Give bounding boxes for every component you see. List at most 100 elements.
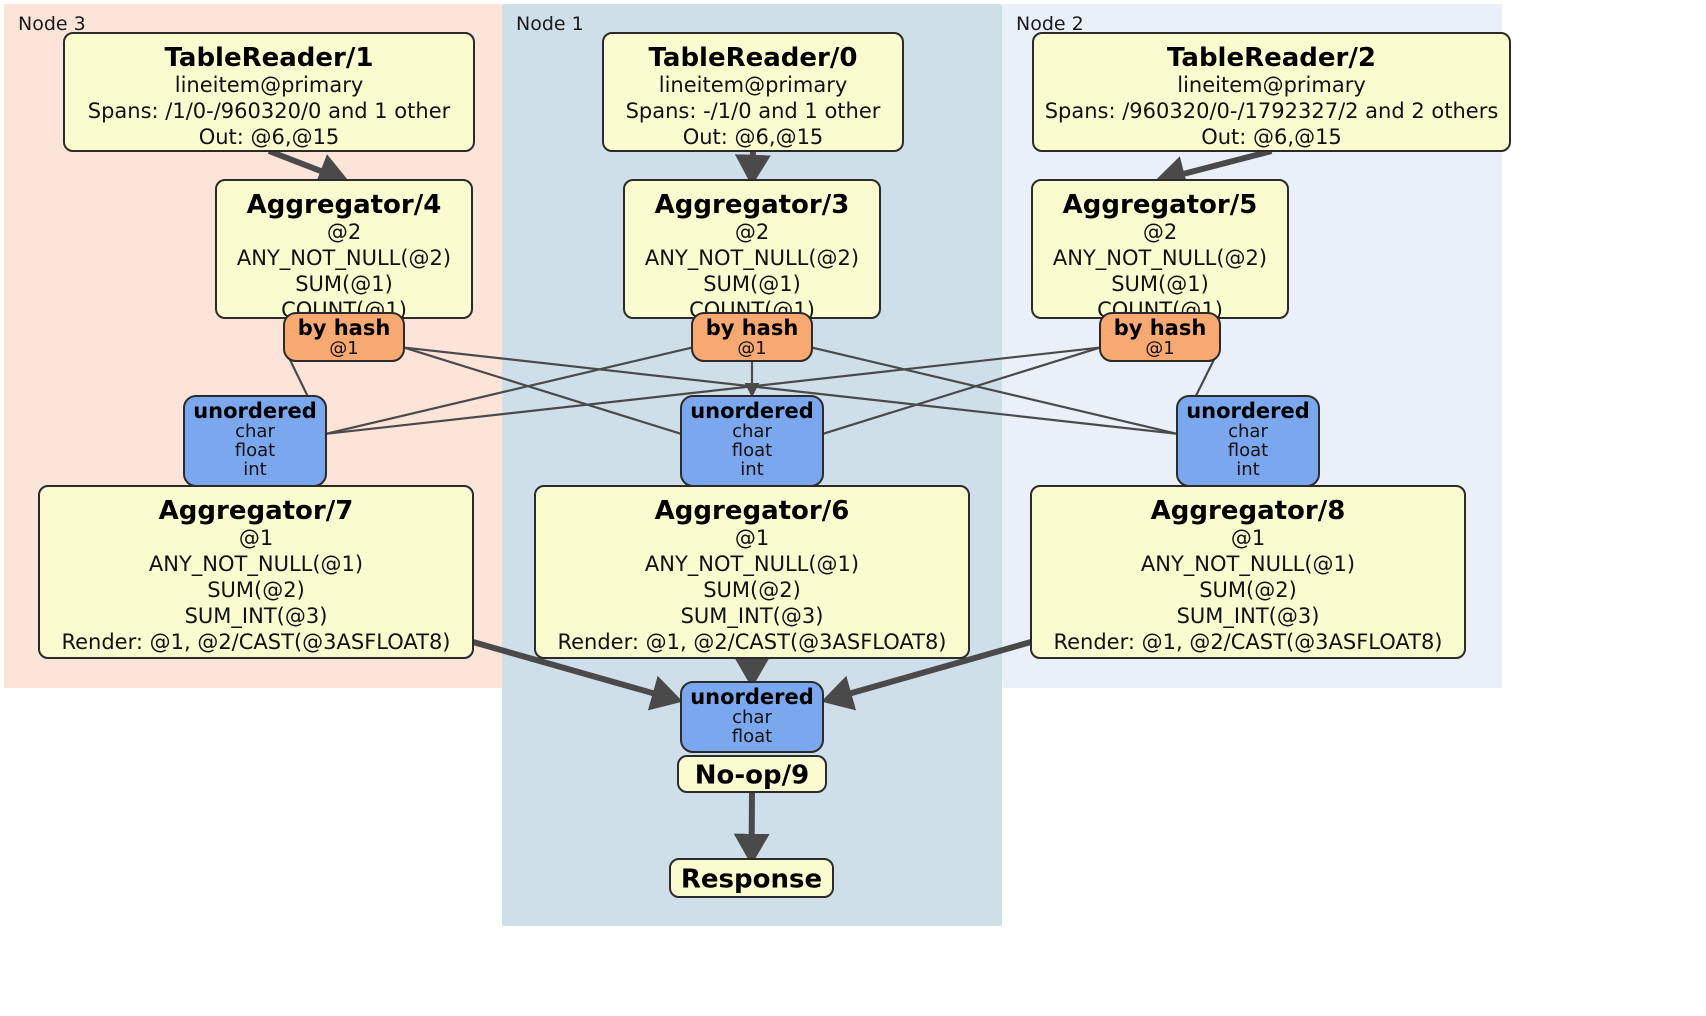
table-reader-0-title: TableReader/0 <box>649 43 858 73</box>
receiver-unordered-8-title: unordered <box>1186 399 1310 423</box>
aggregator-3-title: Aggregator/3 <box>655 190 850 220</box>
table-reader-0-line: lineitem@primary <box>659 73 848 97</box>
aggregator-7-line: ANY_NOT_NULL(@1) <box>149 552 363 577</box>
no-op-9-title: No-op/9 <box>695 760 809 790</box>
edge-router_3-to-receiver_8 <box>811 346 1178 435</box>
aggregator-4[interactable]: Aggregator/4@2ANY_NOT_NULL(@2)SUM(@1)COU… <box>215 179 473 322</box>
receiver-unordered-6-line: char <box>732 421 772 442</box>
aggregator-8-line: ANY_NOT_NULL(@1) <box>1141 552 1355 577</box>
table-reader-1-title: TableReader/1 <box>165 43 374 73</box>
response-shape[interactable] <box>669 858 834 898</box>
receiver-unordered-7-line: float <box>235 440 275 461</box>
aggregator-6-line: ANY_NOT_NULL(@1) <box>645 552 859 577</box>
aggregator-5-line: @2 <box>1143 220 1177 244</box>
aggregator-8[interactable]: Aggregator/8@1ANY_NOT_NULL(@1)SUM(@2)SUM… <box>1030 485 1466 659</box>
node-panel-label: Node 1 <box>516 13 584 35</box>
table-reader-2-title: TableReader/2 <box>1167 43 1376 73</box>
edge-noop_9-to-response <box>733 791 770 865</box>
table-reader-0-line: Spans: -/1/0 and 1 other <box>626 99 881 123</box>
router-by-hash-4-shape[interactable] <box>283 312 405 362</box>
aggregator-7-title: Aggregator/7 <box>159 496 354 526</box>
table-reader-1-line: Spans: /1/0-/960320/0 and 1 other <box>88 99 451 123</box>
table-reader-0-shape[interactable] <box>602 32 904 152</box>
receiver-unordered-7-title: unordered <box>193 399 317 423</box>
aggregator-8-title: Aggregator/8 <box>1151 496 1346 526</box>
aggregator-7-line: SUM(@2) <box>207 578 305 602</box>
table-reader-2-line: Spans: /960320/0-/1792327/2 and 2 others <box>1045 99 1499 123</box>
no-op-9-shape[interactable] <box>677 755 827 793</box>
no-op-9[interactable]: No-op/9 <box>677 755 827 793</box>
router-by-hash-4[interactable]: by hash@1 <box>283 312 405 362</box>
edge-table_reader_2-to-aggregator_5 <box>1154 148 1273 192</box>
table-reader-2-shape[interactable] <box>1032 32 1511 152</box>
aggregator-8-line: @1 <box>1231 526 1265 550</box>
aggregator-7-line: SUM_INT(@3) <box>185 604 328 629</box>
aggregator-7-line: Render: @1, @2/CAST(@3ASFLOAT8) <box>61 630 450 654</box>
table-reader-2-line: Out: @6,@15 <box>1201 125 1342 149</box>
aggregator-6[interactable]: Aggregator/6@1ANY_NOT_NULL(@1)SUM(@2)SUM… <box>534 485 970 659</box>
response-title: Response <box>681 864 822 894</box>
receiver-unordered-7-line: char <box>235 421 275 442</box>
edge-aggregator_8-to-receiver_9 <box>821 639 1032 711</box>
receiver-unordered-final-title: unordered <box>690 685 814 709</box>
aggregator-6-title: Aggregator/6 <box>655 496 850 526</box>
aggregator-6-shape[interactable] <box>534 485 970 659</box>
aggregator-8-line: Render: @1, @2/CAST(@3ASFLOAT8) <box>1053 630 1442 654</box>
receiver-unordered-final-line: char <box>732 707 772 728</box>
aggregator-5[interactable]: Aggregator/5@2ANY_NOT_NULL(@2)SUM(@1)COU… <box>1031 179 1289 322</box>
edge-table_reader_0-to-aggregator_3 <box>734 150 771 186</box>
node-panel-label: Node 3 <box>18 13 86 35</box>
receiver-unordered-7-line: int <box>243 459 266 480</box>
receiver-unordered-8-line: char <box>1228 421 1268 442</box>
aggregator-7[interactable]: Aggregator/7@1ANY_NOT_NULL(@1)SUM(@2)SUM… <box>38 485 474 659</box>
aggregator-3[interactable]: Aggregator/3@2ANY_NOT_NULL(@2)SUM(@1)COU… <box>623 179 881 322</box>
edge-router_5-to-receiver_7 <box>325 346 1101 435</box>
aggregator-4-line: ANY_NOT_NULL(@2) <box>237 246 451 271</box>
table-reader-2-line: lineitem@primary <box>1177 73 1366 97</box>
aggregator-5-line: ANY_NOT_NULL(@2) <box>1053 246 1267 271</box>
table-reader-1-line: Out: @6,@15 <box>199 125 340 149</box>
router-by-hash-5[interactable]: by hash@1 <box>1099 312 1221 362</box>
receiver-unordered-final-line: float <box>732 726 772 747</box>
router-by-hash-5-shape[interactable] <box>1099 312 1221 362</box>
edge-router_3-to-receiver_7 <box>325 346 693 435</box>
router-by-hash-5-title: by hash <box>1114 316 1207 340</box>
receiver-unordered-6-line: int <box>740 459 763 480</box>
table-reader-1-line: lineitem@primary <box>175 73 364 97</box>
aggregator-3-line: SUM(@1) <box>703 272 801 296</box>
aggregator-8-line: SUM(@2) <box>1199 578 1297 602</box>
aggregator-8-line: SUM_INT(@3) <box>1177 604 1320 629</box>
edge-router_4-to-receiver_6 <box>403 346 682 435</box>
edge-router_4-to-receiver_8 <box>403 346 1178 435</box>
edge-aggregator_7-to-receiver_9 <box>472 639 683 711</box>
router-by-hash-3-line: @1 <box>737 338 766 359</box>
aggregator-6-line: SUM(@2) <box>703 578 801 602</box>
table-reader-1-shape[interactable] <box>63 32 475 152</box>
edge-table_reader_1-to-aggregator_4 <box>267 148 350 188</box>
response[interactable]: Response <box>669 858 834 898</box>
aggregator-7-shape[interactable] <box>38 485 474 659</box>
aggregator-8-shape[interactable] <box>1030 485 1466 659</box>
receiver-unordered-8-line: float <box>1228 440 1268 461</box>
router-by-hash-5-line: @1 <box>1145 338 1174 359</box>
aggregator-6-line: Render: @1, @2/CAST(@3ASFLOAT8) <box>557 630 946 654</box>
node-panel-label: Node 2 <box>1016 13 1084 35</box>
receiver-unordered-6-line: float <box>732 440 772 461</box>
receiver-unordered-8-line: int <box>1236 459 1259 480</box>
router-by-hash-3-shape[interactable] <box>691 312 813 362</box>
router-by-hash-3[interactable]: by hash@1 <box>691 312 813 362</box>
receiver-unordered-final-shape[interactable] <box>680 681 824 753</box>
router-by-hash-3-title: by hash <box>706 316 799 340</box>
aggregator-4-title: Aggregator/4 <box>247 190 442 220</box>
router-by-hash-4-line: @1 <box>329 338 358 359</box>
